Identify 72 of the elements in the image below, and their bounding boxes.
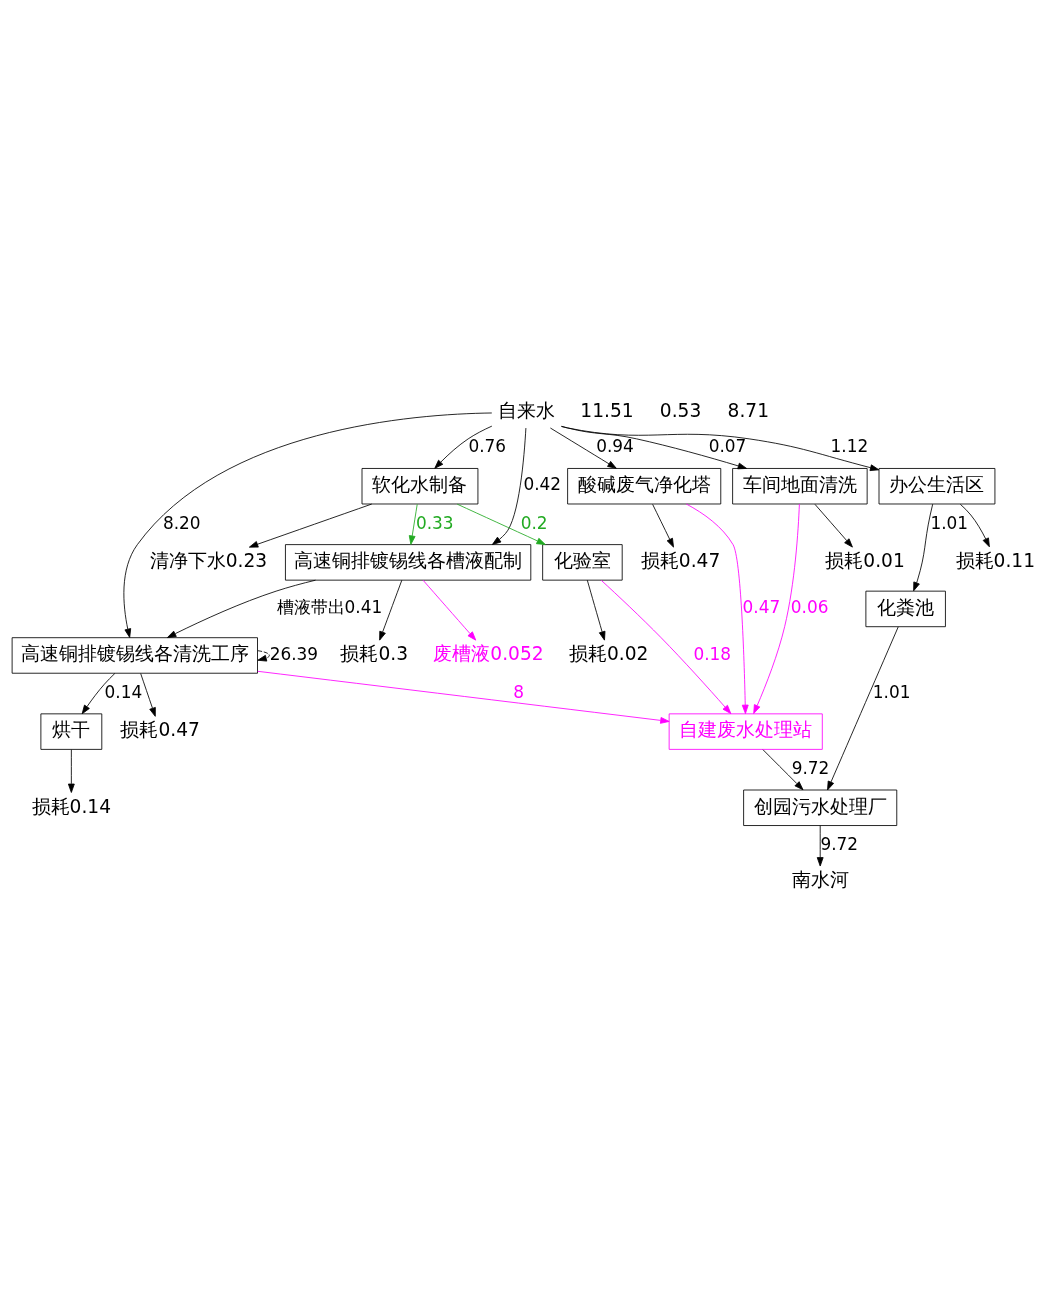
arrow <box>560 425 880 471</box>
node-text: 自来水 <box>498 399 556 421</box>
edge-label: 8.20 <box>162 512 201 533</box>
edge-label: 0.18 <box>693 643 732 664</box>
edge-label: 0.42 <box>523 473 562 494</box>
arrow <box>167 579 316 638</box>
arrow <box>379 579 403 641</box>
edge-label: 0.06 <box>790 596 829 617</box>
arrow <box>434 425 493 469</box>
label: 8.71 <box>727 399 769 421</box>
edge-label: 9.72 <box>791 757 830 778</box>
node-box: 创园污水处理厂 <box>743 789 898 826</box>
node-box: 化验室 <box>542 543 623 581</box>
node-text: 废槽液0.052 <box>433 642 544 664</box>
node-text: 损耗0.11 <box>955 549 1036 571</box>
edge-label: 0.2 <box>520 512 548 533</box>
arrow <box>491 427 527 545</box>
arrow <box>816 824 824 866</box>
node-box: 酸碱废气净化塔 <box>567 467 722 504</box>
arrow <box>248 503 373 548</box>
arrow <box>422 579 477 641</box>
edge-label: 槽液带出0.41 <box>276 596 383 617</box>
arrow <box>561 425 748 469</box>
edge-label: 0.14 <box>104 681 143 702</box>
arrow <box>753 503 800 714</box>
arrow <box>408 503 418 545</box>
arrow <box>600 579 732 714</box>
arrow <box>549 427 617 469</box>
edge-label: 1.01 <box>872 681 911 702</box>
arrow <box>123 412 493 638</box>
edge-label: 0.33 <box>415 512 454 533</box>
edge-label: 1.01 <box>930 512 969 533</box>
node-box: 车间地面清洗 <box>732 467 868 504</box>
arrow <box>685 503 749 714</box>
arrow <box>140 672 156 717</box>
node-text: 损耗0.3 <box>340 642 409 664</box>
arrow <box>959 503 990 547</box>
node-text: 损耗0.47 <box>640 549 721 571</box>
node-text: 损耗0.47 <box>120 718 200 740</box>
edge-label: 0.76 <box>468 435 507 456</box>
node-box: 高速铜排镀锡线各清洗工序 <box>11 636 258 674</box>
node-text: 损耗0.02 <box>568 642 649 664</box>
arrow <box>814 503 853 548</box>
node-text: 南水河 <box>791 868 849 890</box>
label: 0.53 <box>659 399 702 421</box>
arrow <box>762 748 804 790</box>
node-box: 软化水制备 <box>361 467 479 504</box>
node-text: 清净下水0.23 <box>149 549 268 571</box>
arrow <box>586 579 606 641</box>
node-box: 自建废水处理站 <box>668 712 823 750</box>
arrow <box>257 670 670 724</box>
edge-label: 8 <box>513 681 524 702</box>
node-text: 损耗0.01 <box>825 549 905 571</box>
arrow <box>652 503 674 548</box>
arrow <box>257 649 270 662</box>
node-text: 损耗0.14 <box>31 795 112 817</box>
node-box: 化粪池 <box>865 590 946 627</box>
label: 11.51 <box>580 399 634 421</box>
edge-label: 1.12 <box>830 435 869 456</box>
node-box: 高速铜排镀锡线各槽液配制 <box>285 543 532 581</box>
node-box: 烘干 <box>40 712 103 750</box>
edge-label: 26.39 <box>269 643 319 664</box>
edge-label: 9.72 <box>820 833 859 854</box>
edge-label: 0.47 <box>742 596 781 617</box>
arrow <box>81 672 116 714</box>
arrow <box>67 748 75 793</box>
node-box: 办公生活区 <box>878 467 996 504</box>
arrow <box>827 626 899 790</box>
edge-label: 0.94 <box>596 435 634 456</box>
arrow <box>456 503 546 545</box>
edge-label: 0.07 <box>708 435 747 456</box>
arrow <box>913 503 934 591</box>
